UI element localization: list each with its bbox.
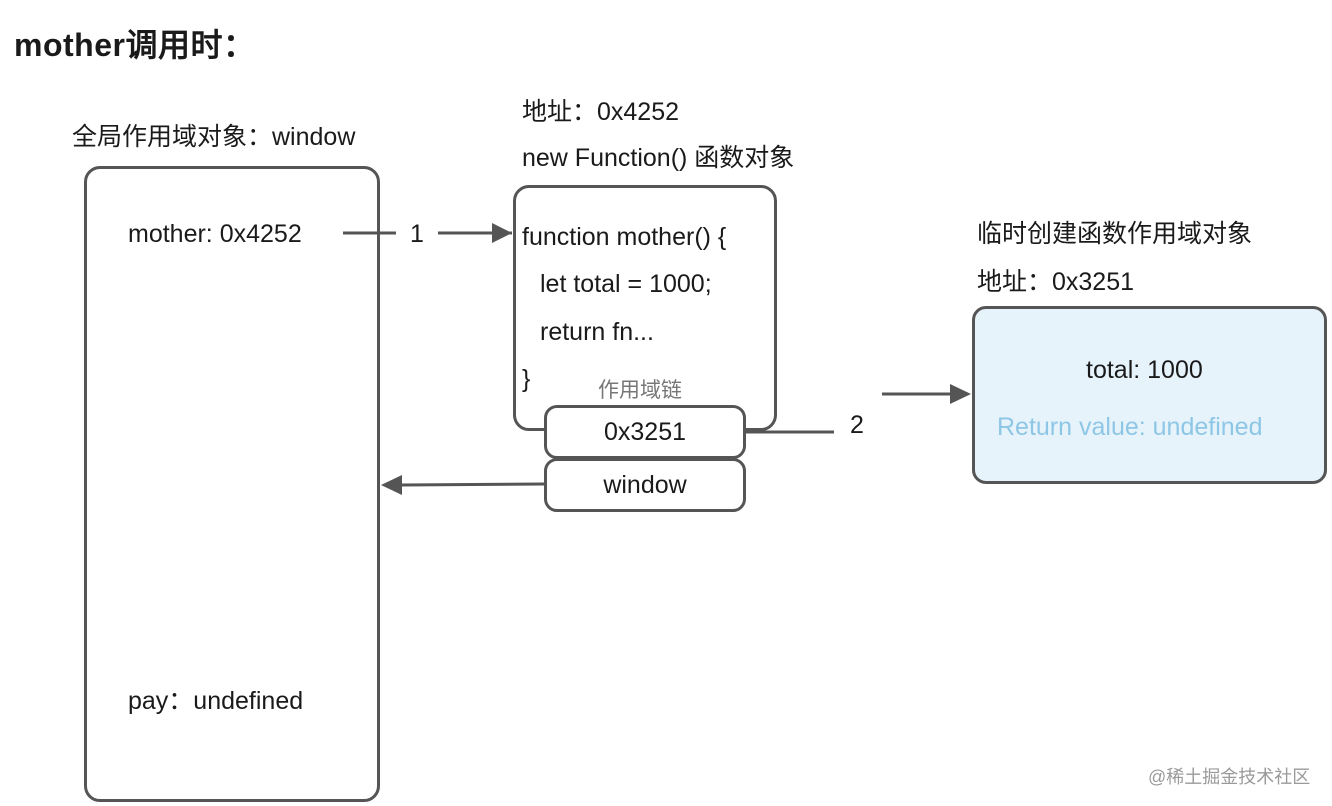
scope-chain-item-label: window [603, 470, 687, 499]
scope-chain-item-label: 0x3251 [603, 417, 687, 446]
function-address-label: 地址：0x4252 [522, 98, 680, 126]
function-type-label: new Function() 函数对象 [522, 144, 795, 172]
window-arrow-tip [381, 475, 402, 495]
arrow-2-label: 2 [850, 411, 864, 439]
global-entry-mother: mother: 0x4252 [128, 220, 302, 248]
page-title: mother调用时： [14, 27, 256, 63]
arrow-1-tip [492, 223, 512, 243]
scope-chain-item-window: window [544, 458, 746, 512]
temp-scope-address-label: 地址：0x3251 [977, 268, 1135, 296]
scope-chain-item-0x3251: 0x3251 [544, 405, 746, 459]
temp-scope-label: 临时创建函数作用域对象 [977, 220, 1253, 248]
code-line-3: return fn... [540, 318, 654, 346]
global-entry-pay: pay：undefined [128, 687, 304, 715]
code-line-1: function mother() { [522, 223, 727, 251]
window-arrow-line [401, 482, 545, 487]
global-scope-box [84, 166, 380, 802]
temp-entry-total: total: 1000 [1086, 356, 1203, 384]
arrow-2-tip [950, 384, 971, 404]
arrow-1-label: 1 [410, 220, 424, 248]
temp-scope-box [972, 306, 1327, 484]
code-line-2: let total = 1000; [540, 270, 712, 298]
code-line-4: } [522, 365, 531, 393]
watermark: @稀土掘金技术社区 [1148, 767, 1311, 787]
global-scope-label: 全局作用域对象：window [72, 123, 356, 151]
temp-entry-return: Return value: undefined [997, 413, 1263, 441]
scope-chain-label: 作用域链 [598, 379, 682, 402]
